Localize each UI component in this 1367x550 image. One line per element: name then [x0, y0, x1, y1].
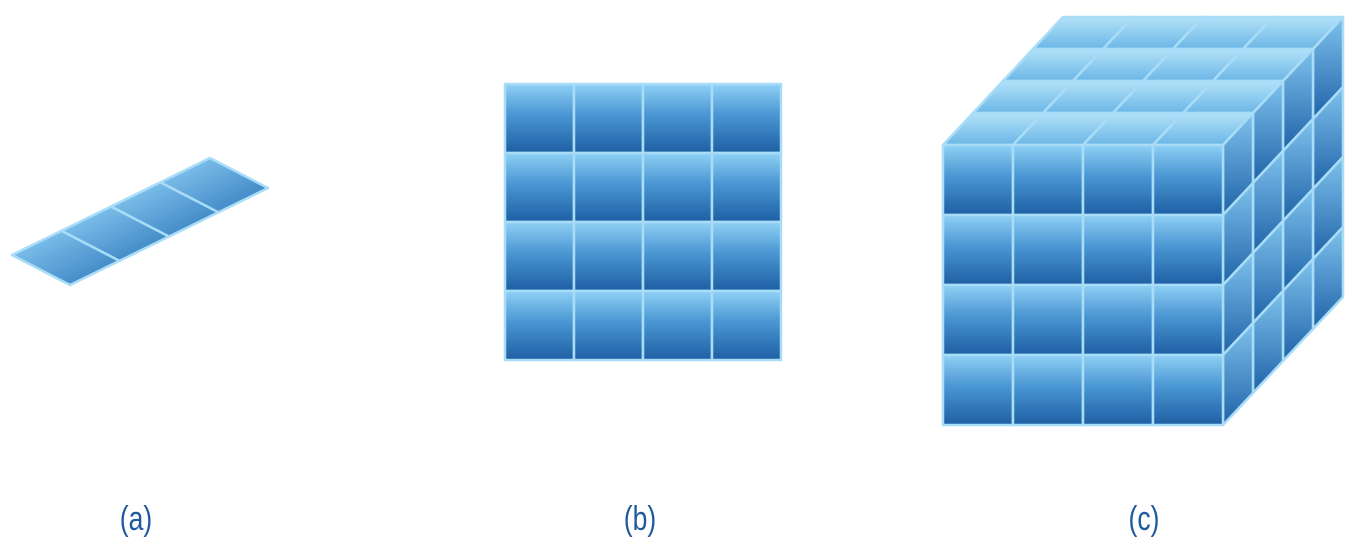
matrix-cell: [503, 82, 576, 155]
matrix-cell: [572, 151, 645, 224]
matrix-cell: [641, 82, 714, 155]
matrix-cell: [710, 220, 783, 293]
cube-front-cell: [941, 353, 1015, 427]
cube-front-cell: [1081, 353, 1155, 427]
cube-front-cell: [941, 143, 1015, 217]
caption-b: (b): [623, 500, 657, 538]
cube-front-cell: [1151, 213, 1225, 287]
cube-front-cell: [1151, 143, 1225, 217]
tensor-cube-panel: [941, 15, 1345, 427]
cube-front-cell: [1151, 283, 1225, 357]
matrix-cell: [503, 289, 576, 362]
cube-front-cell: [1011, 353, 1085, 427]
cube-front-cell: [1011, 283, 1085, 357]
caption-c: (c): [1128, 500, 1160, 538]
matrix-cell: [710, 289, 783, 362]
cube-front-cell: [1011, 143, 1085, 217]
cube-front-cell: [1081, 213, 1155, 287]
cube-front-cell: [941, 213, 1015, 287]
matrix-panel: [503, 82, 783, 362]
cube-front-cell: [1151, 353, 1225, 427]
matrix-cell: [710, 151, 783, 224]
caption-a: (a): [119, 500, 153, 538]
matrix-cell: [710, 82, 783, 155]
matrix-cell: [503, 151, 576, 224]
cube-front-cell: [941, 283, 1015, 357]
cube-front-cell: [1011, 213, 1085, 287]
cube-front-cell: [1081, 283, 1155, 357]
matrix-cell: [572, 220, 645, 293]
vector-panel: [10, 156, 270, 287]
matrix-cell: [641, 289, 714, 362]
cube-front-cell: [1081, 143, 1155, 217]
matrix-cell: [503, 220, 576, 293]
matrix-cell: [572, 289, 645, 362]
matrix-cell: [641, 220, 714, 293]
matrix-cell: [572, 82, 645, 155]
vector-cell: [159, 156, 270, 214]
matrix-cell: [641, 151, 714, 224]
